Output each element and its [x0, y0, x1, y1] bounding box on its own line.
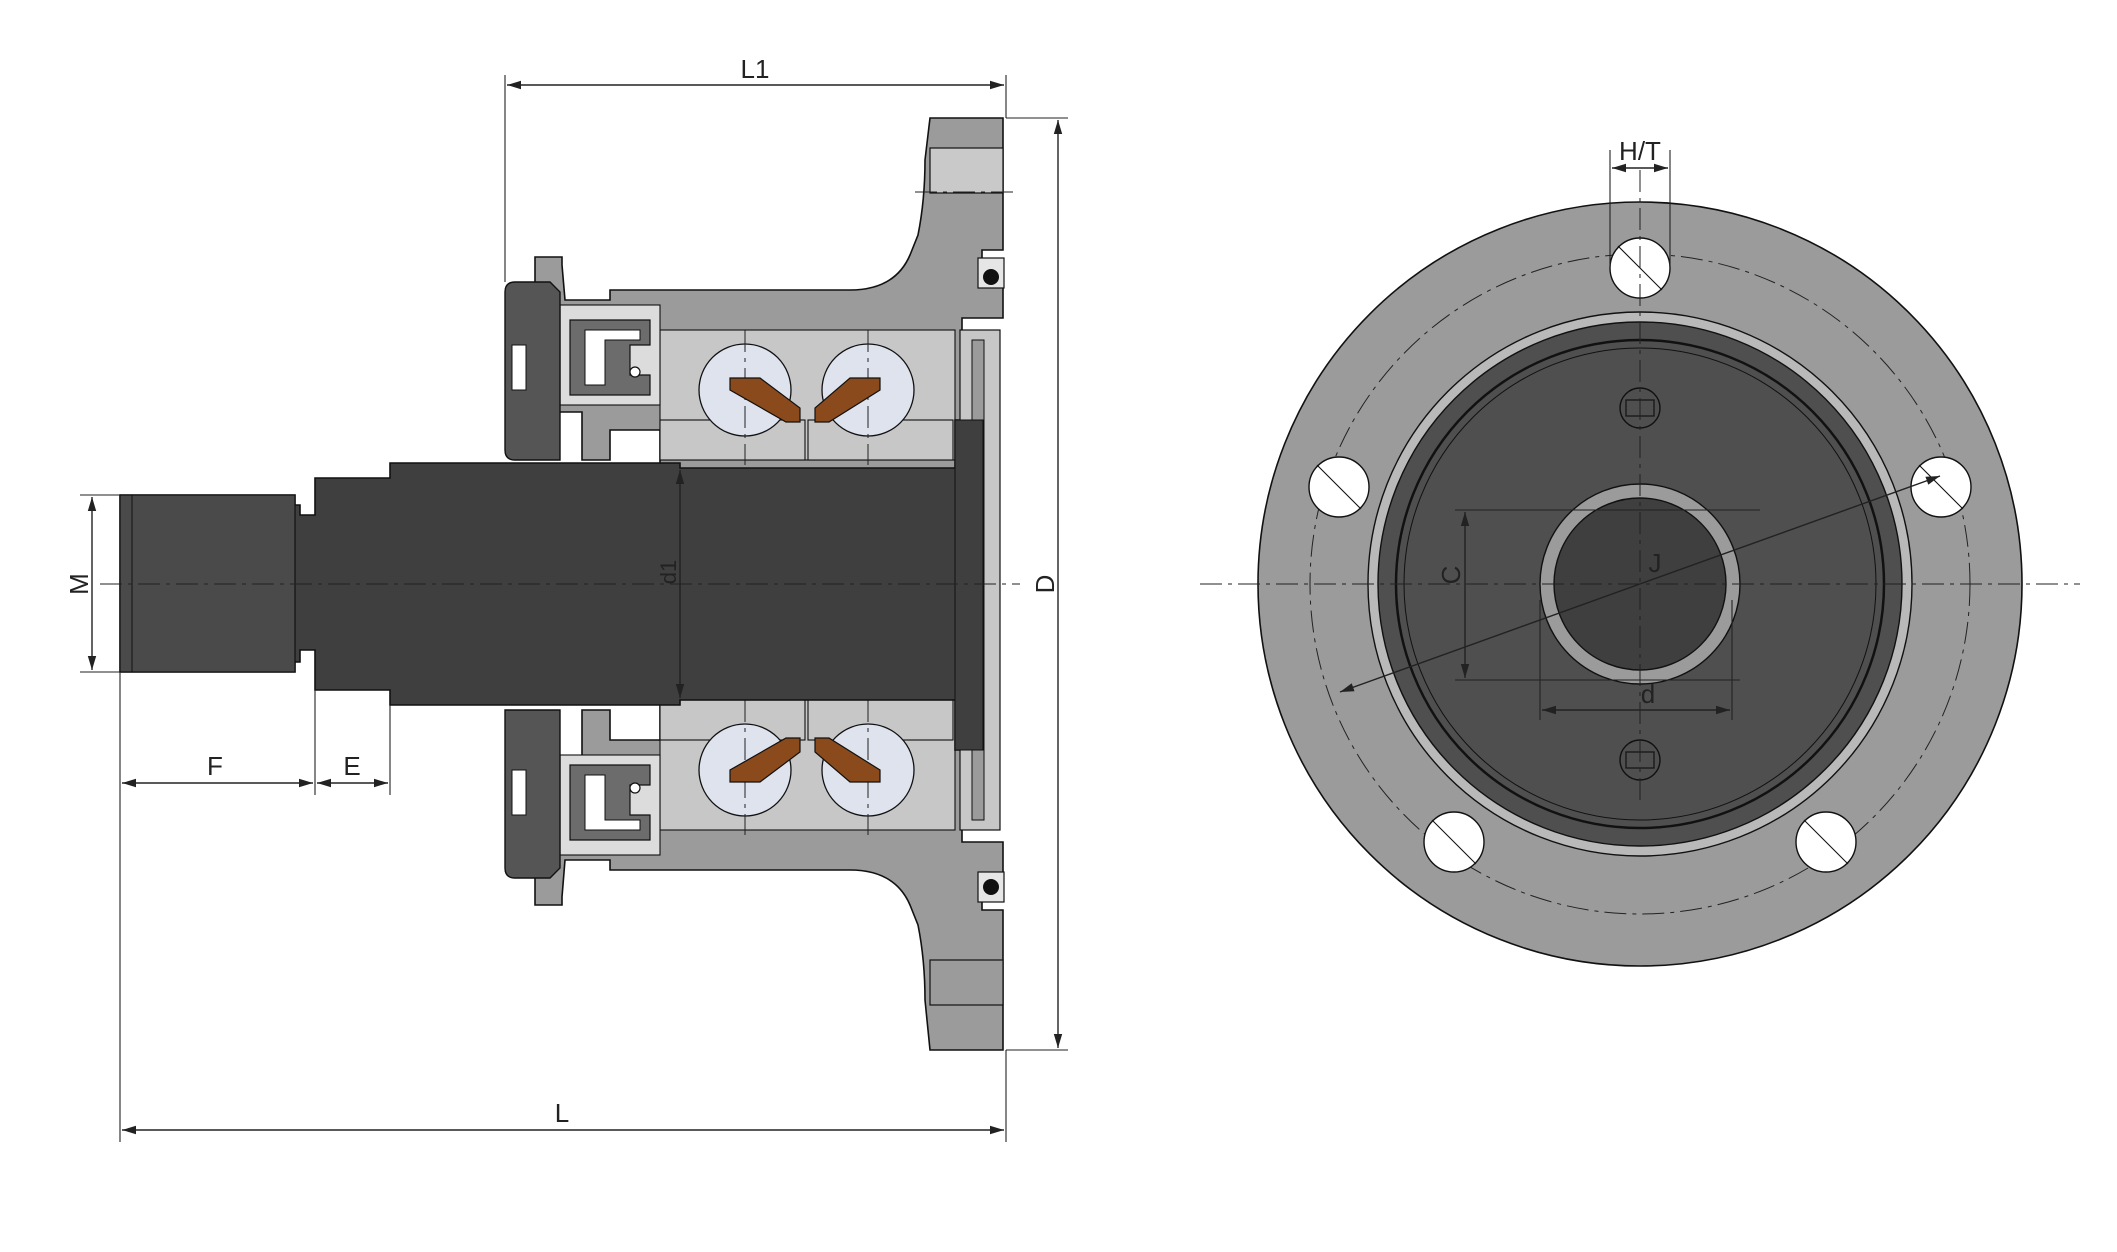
front-dimension-lines — [1339, 163, 1941, 715]
dim-label-L: L — [555, 1098, 569, 1128]
dim-label-J: J — [1649, 548, 1662, 578]
extension-lines — [80, 75, 1068, 1142]
end-cap — [954, 329, 1001, 831]
front-view: H/T C J d — [1200, 136, 2080, 967]
dim-label-d1: d1 — [656, 560, 681, 584]
dim-label-L1: L1 — [741, 54, 770, 84]
flange-hole-bottom — [929, 959, 1004, 1006]
flange-hole-top — [929, 147, 1004, 194]
dim-label-HT: H/T — [1619, 136, 1661, 166]
lock-nut — [504, 281, 561, 879]
dimension-lines — [87, 80, 1063, 1135]
dim-label-C: C — [1436, 566, 1466, 585]
dim-label-M: M — [64, 573, 94, 595]
dim-label-D: D — [1030, 575, 1060, 594]
bearing-cages — [729, 377, 881, 783]
dim-label-E: E — [343, 751, 360, 781]
o-ring-seals — [977, 257, 1005, 903]
side-section-view: L1 L M F E d1 D — [64, 54, 1068, 1142]
dim-label-F: F — [207, 751, 223, 781]
shaft-seals — [559, 304, 661, 856]
dim-label-d: d — [1641, 679, 1655, 709]
